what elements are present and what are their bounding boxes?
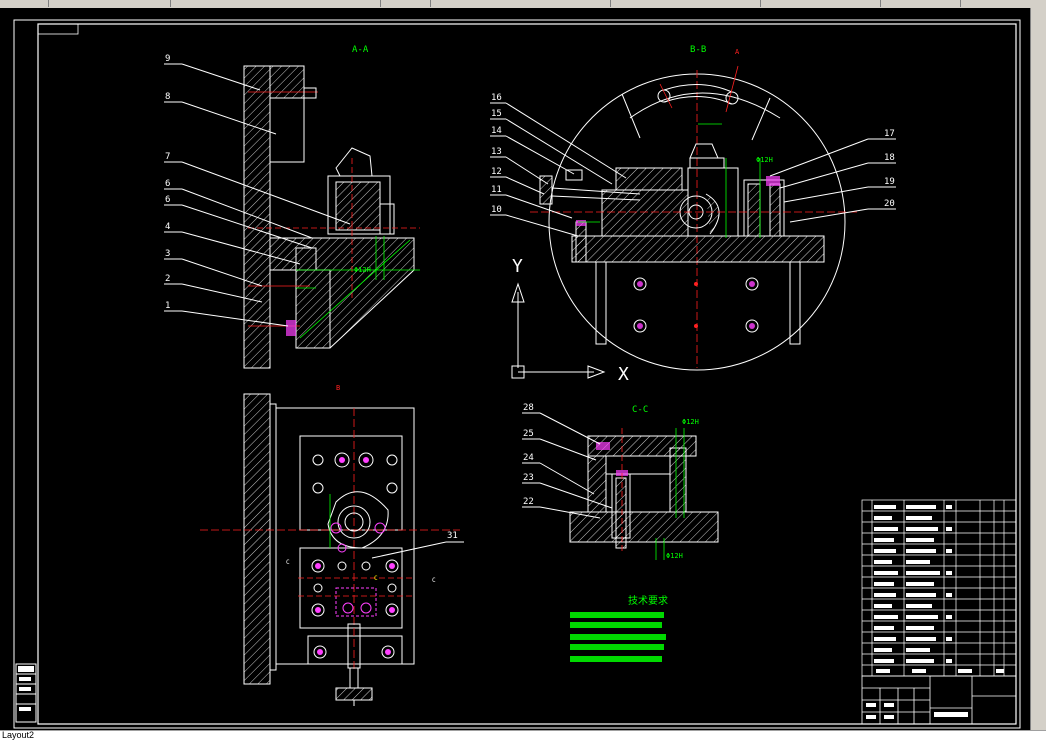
section-label-aa: A-A xyxy=(352,45,369,55)
top-view: B xyxy=(200,384,460,706)
svg-text:Φ12H: Φ12H xyxy=(666,552,683,560)
svg-text:16: 16 xyxy=(491,93,502,103)
svg-text:C: C xyxy=(374,575,378,582)
part-numbers-bb-left: 16 15 14 13 12 11 10 xyxy=(490,93,627,237)
tech-req-title: 技术要求 xyxy=(628,594,668,607)
svg-text:17: 17 xyxy=(884,129,895,139)
svg-text:3: 3 xyxy=(165,249,170,259)
part-number-31: 31 xyxy=(371,531,464,559)
svg-text:A: A xyxy=(735,48,740,56)
title-block-marks xyxy=(866,703,968,719)
outer-frame xyxy=(13,19,1021,729)
layout-tab[interactable]: Layout2 xyxy=(2,730,35,740)
svg-text:Φ12H: Φ12H xyxy=(682,418,699,426)
part-numbers-left: 9 8 7 6 6 4 3 2 1 xyxy=(164,54,351,327)
parts-list-text-marks xyxy=(874,505,1004,673)
svg-text:C: C xyxy=(286,559,290,566)
svg-text:20: 20 xyxy=(884,199,895,209)
section-b-b: B-B A Φ12H xyxy=(530,45,860,371)
section-label-cc: C-C xyxy=(632,405,648,415)
svg-text:B: B xyxy=(336,384,340,392)
title-block xyxy=(861,675,1017,725)
svg-text:24: 24 xyxy=(523,453,534,463)
svg-text:28: 28 xyxy=(523,403,534,413)
svg-text:X: X xyxy=(618,364,629,385)
svg-text:4: 4 xyxy=(165,222,170,232)
part-numbers-cc: 28 25 24 23 22 xyxy=(522,403,613,519)
svg-text:8: 8 xyxy=(165,92,170,102)
section-a-a: A-A Φ12H xyxy=(243,45,420,369)
svg-text:15: 15 xyxy=(491,109,502,119)
vertical-scrollbar[interactable] xyxy=(1030,8,1046,730)
svg-text:23: 23 xyxy=(523,473,534,483)
svg-text:10: 10 xyxy=(491,205,502,215)
svg-text:13: 13 xyxy=(491,147,502,157)
svg-text:22: 22 xyxy=(523,497,534,507)
parts-list xyxy=(861,499,1017,677)
part-numbers-bb-right: 17 18 19 20 xyxy=(769,129,896,223)
svg-text:19: 19 xyxy=(884,177,895,187)
svg-text:18: 18 xyxy=(884,153,895,163)
svg-text:1: 1 xyxy=(165,301,170,311)
section-c-c: C-C Φ12H Φ12H xyxy=(569,405,719,560)
section-label-bb: B-B xyxy=(690,45,706,55)
svg-text:6: 6 xyxy=(165,179,170,189)
svg-text:Φ12H: Φ12H xyxy=(354,266,371,274)
margin-stamp xyxy=(15,663,37,723)
svg-text:9: 9 xyxy=(165,54,170,64)
technical-requirements: 技术要求 xyxy=(570,594,668,662)
svg-text:C: C xyxy=(432,577,436,584)
svg-text:Φ12H: Φ12H xyxy=(756,156,773,164)
svg-text:6: 6 xyxy=(165,195,170,205)
svg-text:2: 2 xyxy=(165,274,170,284)
inner-frame xyxy=(37,23,1017,725)
svg-text:25: 25 xyxy=(523,429,534,439)
ucs-icon: Y X xyxy=(511,256,629,385)
svg-text:31: 31 xyxy=(447,531,458,541)
svg-text:12: 12 xyxy=(491,167,502,177)
drawing-canvas[interactable]: A-A Φ12H 9 8 7 6 6 4 xyxy=(0,8,1030,730)
svg-text:7: 7 xyxy=(165,152,170,162)
svg-text:11: 11 xyxy=(491,185,502,195)
status-bar: Layout2 xyxy=(0,730,1046,741)
svg-text:Y: Y xyxy=(512,256,523,277)
cad-drawing: A-A Φ12H 9 8 7 6 6 4 xyxy=(13,19,1021,729)
svg-text:14: 14 xyxy=(491,126,502,136)
